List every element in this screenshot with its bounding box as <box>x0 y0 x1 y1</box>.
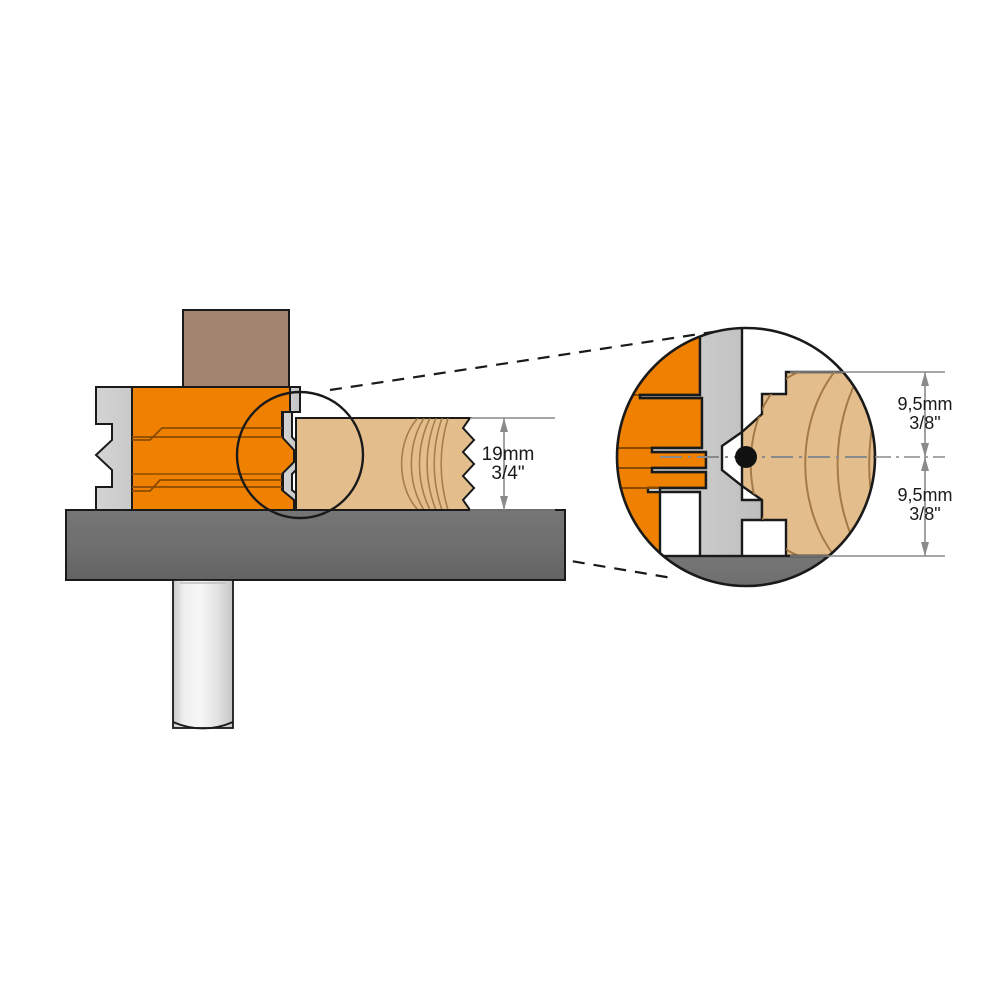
top-bearing <box>182 309 290 393</box>
router-table <box>65 509 566 581</box>
shank-body <box>172 579 234 729</box>
dim-label-upper-imperial: 3/8" <box>909 413 940 433</box>
workpiece-detail <box>740 370 875 558</box>
dim-arrow-up <box>500 418 508 432</box>
router-bit-shank <box>172 579 234 730</box>
dim-label-upper-metric: 9,5mm <box>897 394 952 414</box>
workpiece-body <box>295 417 476 511</box>
dimension-lower-half: 9,5mm 3/8" <box>790 457 953 557</box>
dim-label-metric: 19mm <box>482 444 535 465</box>
dim-arrow-lower-bottom <box>921 542 929 556</box>
dim-label-lower-metric: 9,5mm <box>897 485 952 505</box>
leader-line-lower <box>344 521 673 580</box>
shank-end-curve <box>172 721 234 730</box>
centerline-dot <box>735 446 757 468</box>
dim-arrow-down <box>500 496 508 510</box>
dim-label-imperial: 3/4" <box>491 463 524 484</box>
wood-grain-rings <box>400 418 449 510</box>
dimension-upper-half: 9,5mm 3/8" <box>790 371 953 457</box>
dimension-stock-thickness: 19mm 3/4" <box>470 417 555 511</box>
workpiece <box>295 417 476 511</box>
callout-leader-lines <box>329 328 727 580</box>
carbide-cutter <box>131 386 295 513</box>
cutter-body-detail <box>638 328 764 568</box>
detail-indicator-circle <box>235 390 365 520</box>
dim-arrow-upper-top <box>921 372 929 386</box>
dim-label-lower-imperial: 3/8" <box>909 504 940 524</box>
dim-arrow-lower-top <box>921 457 929 471</box>
main-assembly-view: 19mm 3/4" <box>65 309 566 730</box>
dim-arrow-upper-bottom <box>921 443 929 457</box>
carbide-relief-lines <box>132 427 282 492</box>
leader-line-upper <box>329 328 727 392</box>
